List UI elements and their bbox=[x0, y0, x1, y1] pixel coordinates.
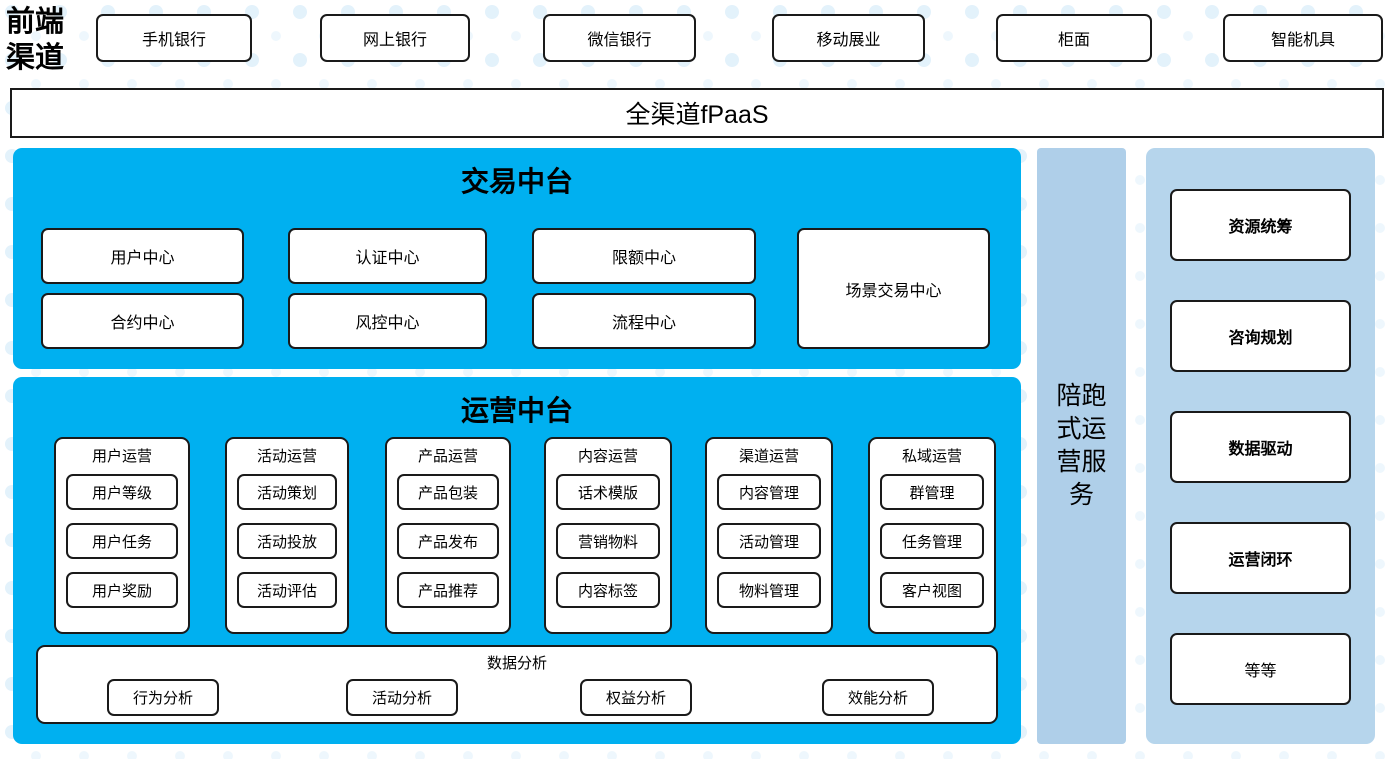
ops-item[interactable]: 产品包装 bbox=[397, 474, 499, 510]
ops-column-5: 渠道运营内容管理活动管理物料管理 bbox=[705, 437, 833, 634]
ops-column-title: 私域运营 bbox=[901, 448, 962, 465]
channel-chip-3[interactable]: 微信银行 bbox=[543, 14, 696, 62]
ops-item[interactable]: 活动管理 bbox=[717, 523, 821, 559]
ops-item[interactable]: 活动策划 bbox=[237, 474, 337, 510]
trade-tile-5[interactable]: 风控中心 bbox=[288, 293, 487, 349]
ops-item[interactable]: 物料管理 bbox=[717, 572, 821, 608]
ops-column-2: 活动运营活动策划活动投放活动评估 bbox=[225, 437, 349, 634]
channel-chip-6[interactable]: 智能机具 bbox=[1223, 14, 1383, 62]
front-end-channel-label: 前端 渠道 bbox=[6, 6, 65, 74]
analysis-item-4[interactable]: 效能分析 bbox=[822, 679, 934, 716]
ops-column-title: 产品运营 bbox=[417, 448, 478, 465]
service-tile-5[interactable]: 等等 bbox=[1170, 633, 1351, 705]
ops-item[interactable]: 活动投放 bbox=[237, 523, 337, 559]
service-offering-column: 资源统筹咨询规划数据驱动运营闭环等等 bbox=[1146, 148, 1375, 744]
service-tile-3[interactable]: 数据驱动 bbox=[1170, 411, 1351, 483]
trade-tile-6[interactable]: 流程中心 bbox=[532, 293, 756, 349]
ops-item[interactable]: 用户奖励 bbox=[66, 572, 178, 608]
trade-tile-3[interactable]: 限额中心 bbox=[532, 228, 756, 284]
ops-column-4: 内容运营话术模版营销物料内容标签 bbox=[544, 437, 672, 634]
ops-item[interactable]: 群管理 bbox=[880, 474, 984, 510]
channel-chip-4[interactable]: 移动展业 bbox=[772, 14, 925, 62]
operations-platform-title: 运营中台 bbox=[460, 396, 573, 427]
data-analysis-title: 数据分析 bbox=[486, 655, 547, 672]
ops-column-6: 私域运营群管理任务管理客户视图 bbox=[868, 437, 996, 634]
channel-chip-5[interactable]: 柜面 bbox=[996, 14, 1152, 62]
companion-operations-service-column[interactable]: 陪跑式运营服务 bbox=[1037, 148, 1126, 744]
ops-column-1: 用户运营用户等级用户任务用户奖励 bbox=[54, 437, 190, 634]
channel-chip-2[interactable]: 网上银行 bbox=[320, 14, 470, 62]
ops-item[interactable]: 营销物料 bbox=[556, 523, 660, 559]
full-channel-fpaas-bar[interactable]: 全渠道fPaaS bbox=[10, 88, 1384, 138]
channel-chip-1[interactable]: 手机银行 bbox=[96, 14, 252, 62]
ops-item[interactable]: 用户任务 bbox=[66, 523, 178, 559]
data-analysis-panel: 数据分析 行为分析 活动分析 权益分析 效能分析 bbox=[36, 645, 998, 724]
analysis-item-3[interactable]: 权益分析 bbox=[580, 679, 692, 716]
ops-item[interactable]: 活动评估 bbox=[237, 572, 337, 608]
trade-tile-7[interactable]: 场景交易中心 bbox=[797, 228, 990, 349]
ops-item[interactable]: 用户等级 bbox=[66, 474, 178, 510]
ops-item[interactable]: 产品发布 bbox=[397, 523, 499, 559]
ops-item[interactable]: 内容管理 bbox=[717, 474, 821, 510]
ops-item[interactable]: 内容标签 bbox=[556, 572, 660, 608]
service-tile-2[interactable]: 咨询规划 bbox=[1170, 300, 1351, 372]
ops-item[interactable]: 任务管理 bbox=[880, 523, 984, 559]
trade-tile-4[interactable]: 合约中心 bbox=[41, 293, 244, 349]
companion-service-label: 陪跑式运营服务 bbox=[1056, 382, 1107, 509]
service-tile-4[interactable]: 运营闭环 bbox=[1170, 522, 1351, 594]
analysis-item-2[interactable]: 活动分析 bbox=[346, 679, 458, 716]
ops-column-3: 产品运营产品包装产品发布产品推荐 bbox=[385, 437, 511, 634]
ops-item[interactable]: 客户视图 bbox=[880, 572, 984, 608]
trade-tile-2[interactable]: 认证中心 bbox=[288, 228, 487, 284]
service-tile-1[interactable]: 资源统筹 bbox=[1170, 189, 1351, 261]
trade-middle-platform-panel: 交易中台 用户中心认证中心限额中心合约中心风控中心流程中心场景交易中心 bbox=[13, 148, 1021, 369]
analysis-item-1[interactable]: 行为分析 bbox=[107, 679, 219, 716]
ops-column-title: 用户运营 bbox=[91, 448, 152, 465]
ops-item[interactable]: 话术模版 bbox=[556, 474, 660, 510]
trade-tile-1[interactable]: 用户中心 bbox=[41, 228, 244, 284]
ops-item[interactable]: 产品推荐 bbox=[397, 572, 499, 608]
ops-column-title: 活动运营 bbox=[256, 448, 317, 465]
ops-column-title: 内容运营 bbox=[577, 448, 638, 465]
ops-column-title: 渠道运营 bbox=[738, 448, 799, 465]
trade-platform-title: 交易中台 bbox=[460, 167, 573, 198]
